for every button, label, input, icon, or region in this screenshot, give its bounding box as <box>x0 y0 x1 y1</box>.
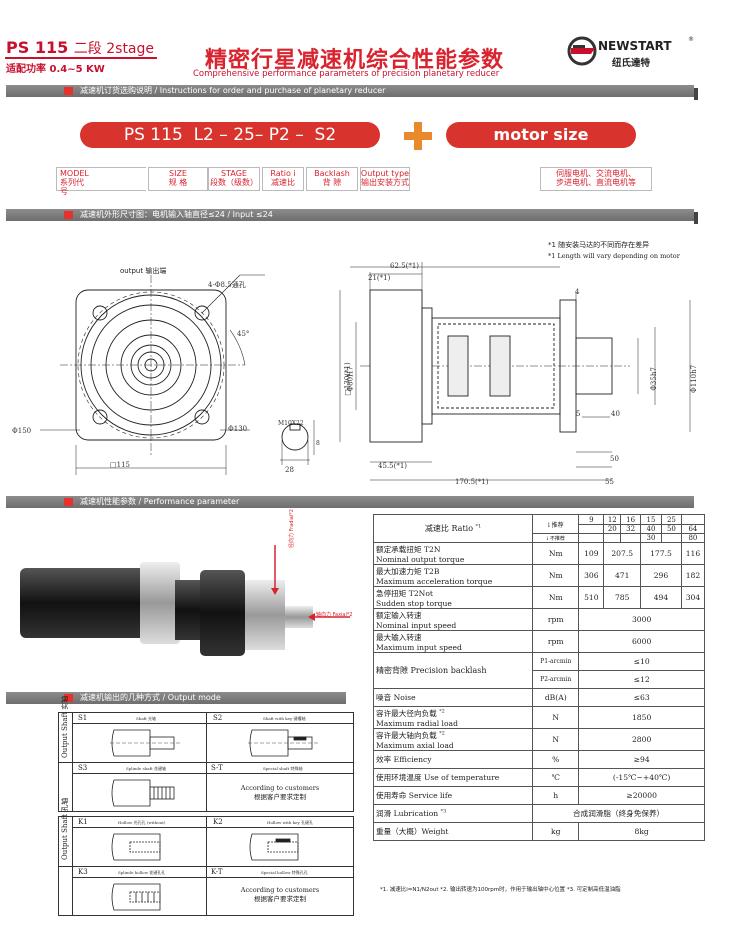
axial-force-label: 轴向力 Faxial*2 <box>316 612 353 618</box>
s3-shaft-icon <box>111 779 175 807</box>
note-length-cn: *1 随安装马达的不同而存在差异 <box>548 241 650 249</box>
model-title: PS 115 二段 2stage <box>6 38 155 57</box>
code-label-box <box>306 167 358 191</box>
s2-shaft-icon <box>248 729 320 757</box>
bar-shadow <box>694 88 698 100</box>
solid-side-label: Output Shaft 实轴 <box>61 695 69 758</box>
s1-shaft-icon <box>110 729 182 757</box>
dim-sq115: □115 <box>110 461 130 469</box>
divider <box>72 816 73 916</box>
dim-l55: 55 <box>605 478 614 486</box>
code-label-box <box>540 167 652 191</box>
dim-l62: 62.5(*1) <box>390 262 420 270</box>
output-label: output 输出端 <box>120 267 167 275</box>
code-label-box <box>262 167 304 191</box>
power-range: 适配功率 0.4~5 KW <box>6 64 105 75</box>
page-subtitle: Comprehensive performance parameters of … <box>193 69 500 79</box>
radial-force-label: 径向力 Fradial*2 <box>289 509 295 548</box>
dim-l170: 170.5(*1) <box>455 478 489 486</box>
section-bar-output-mode: 减速机输出的几种方式 / Output mode <box>6 692 346 704</box>
front-view-drawing <box>40 274 315 475</box>
code-label-box <box>208 167 260 191</box>
motor-size-pill: motor size <box>446 122 636 148</box>
gearbox-photo <box>20 545 350 656</box>
dim-w8: 8 <box>316 440 320 447</box>
section-bar-dimension: 减速机外形尺寸图：电机输入轴直径≤24 / Input ≤24 <box>6 209 694 221</box>
divider <box>206 712 207 812</box>
code-label-box <box>360 167 410 191</box>
dim-m10: M10X22 <box>278 420 304 427</box>
dim-w28: 28 <box>285 466 294 474</box>
section-bar-order: 减速机订货选购说明 / Instructions for order and p… <box>6 85 694 97</box>
brand-name: NEWSTART <box>598 39 672 53</box>
dim-k4: 4 <box>575 288 580 296</box>
dim-l40: 40 <box>611 410 620 418</box>
dim-angle: 45° <box>237 330 250 338</box>
code-label-box <box>56 167 146 191</box>
section-bar-performance: 减速机性能参数 / Performance parameter <box>6 496 694 508</box>
registered-mark: ® <box>688 36 694 43</box>
dim-l45: 45.5(*1) <box>378 462 408 470</box>
k3-hollow-icon <box>111 883 161 911</box>
k2-hollow-icon <box>249 833 299 861</box>
divider <box>72 712 73 812</box>
order-code-pill: PS 115 L2 – 25– P2 – S2 <box>80 122 380 148</box>
bar-shadow <box>694 212 698 224</box>
label-motor: 伺服电机、交流电机、步进电机、直流电机等 <box>556 169 636 187</box>
dim-d130: Φ130 <box>228 425 248 433</box>
header-underline <box>5 57 157 59</box>
brand-name-cn: 纽氏達特 <box>612 58 651 69</box>
k1-hollow-icon <box>111 833 161 861</box>
dim-d80: Φ80H7 <box>346 366 355 392</box>
dim-l5: 5 <box>576 410 581 418</box>
dim-holes: 4-Φ8.5通孔 <box>208 281 246 289</box>
hollow-side-label: Output Shaft 孔轴 <box>61 797 69 860</box>
page-title: 精密行星减速机综合性能参数 <box>205 47 505 73</box>
note-length-en: *1 Length will vary depending on motor <box>548 252 680 260</box>
dim-d110: Φ110h7 <box>690 364 699 394</box>
newstart-logo-icon <box>567 36 597 66</box>
divider <box>206 816 207 916</box>
side-view-drawing <box>339 262 691 481</box>
dim-d35: Φ35h7 <box>649 367 658 391</box>
plus-icon <box>404 122 432 150</box>
performance-table: 减速比 Ratio *1 i 推荐 9 12 16 15 25 20 32 40… <box>372 514 706 841</box>
dim-l21: 21(*1) <box>368 274 391 282</box>
table-footnote: *1. 减速比i=N1/N2out *2. 输出转速为100rpm时，作用于输出… <box>380 887 621 893</box>
dim-l50: 50 <box>610 455 619 463</box>
code-label-box <box>148 167 208 191</box>
dim-d150: Φ150 <box>12 427 32 435</box>
